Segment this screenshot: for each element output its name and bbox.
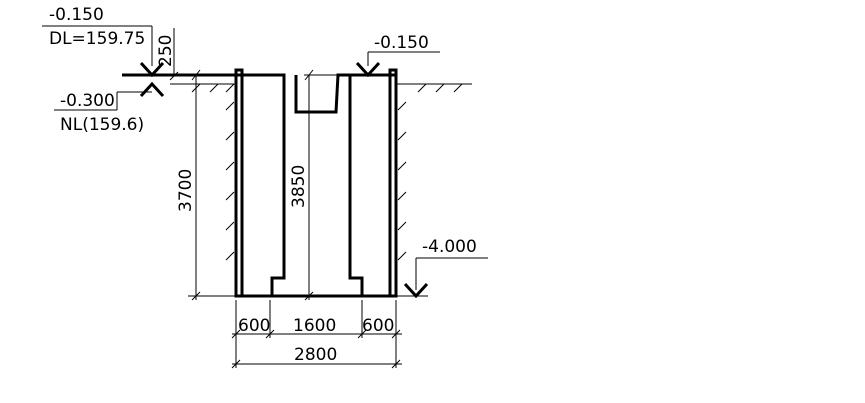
dimension-250: 250: [156, 28, 190, 81]
dimension-1600-label: 1600: [293, 316, 336, 336]
ground-line-right: [396, 83, 472, 93]
level-marker-natural: -0.300 NL(159.6): [54, 81, 165, 135]
inner-structure-right: [348, 73, 396, 296]
dimension-3700-label: 3700: [176, 169, 196, 212]
dimension-600-left-label: 600: [238, 316, 270, 336]
dimension-600-right-label: 600: [362, 316, 394, 336]
soil-hatch-left: [225, 101, 235, 261]
dimension-3850: 3850: [289, 69, 314, 301]
design-level-label: DL=159.75: [49, 29, 145, 49]
natural-level-value-label: -0.300: [60, 91, 115, 111]
level-top-left-label: -0.150: [49, 5, 104, 25]
natural-level-label: NL(159.6): [60, 115, 144, 135]
level-marker-bottom: -4.000: [396, 237, 488, 299]
level-top-right-label: -0.150: [374, 33, 429, 53]
dimension-widths: 600 1600 600: [231, 300, 402, 368]
dimension-2800-label: 2800: [294, 345, 337, 365]
dimension-total-width: 2800: [231, 345, 402, 369]
level-marker-top-right: -0.150: [355, 33, 440, 78]
level-marker-design: -0.150 DL=159.75: [42, 5, 165, 78]
outer-wall-right: [388, 68, 398, 298]
channel-profile: [294, 73, 350, 114]
inner-structure-left: [236, 73, 286, 296]
dimension-3700: 3700: [176, 69, 236, 301]
ground-line-left: [122, 73, 236, 93]
dimension-3850-label: 3850: [289, 165, 309, 208]
soil-hatch-right: [397, 101, 407, 261]
level-bottom-label: -4.000: [422, 237, 477, 257]
dimension-250-label: 250: [156, 35, 176, 67]
outer-wall-left: [234, 68, 244, 298]
